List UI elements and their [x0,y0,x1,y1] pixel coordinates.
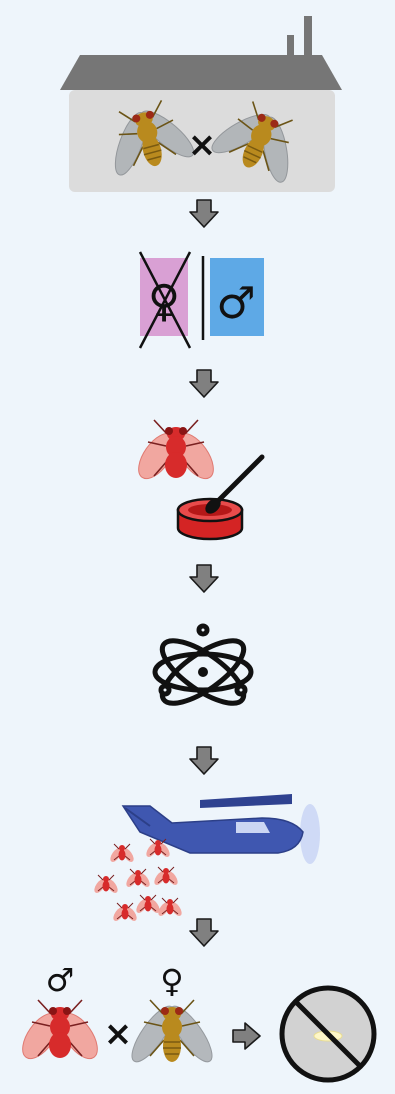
factory-roof [60,55,342,90]
step-arrow-5 [190,919,218,946]
result-arrow [233,1023,260,1049]
step-arrow-2 [190,370,218,397]
released-flies-group [92,839,184,923]
cross-symbol: × [188,125,217,165]
airplane-fuselage [123,806,303,853]
released-male-fly-icon [15,1000,104,1065]
marking-step-icon [131,420,262,539]
released-fly [111,903,139,923]
step-arrow-1 [190,200,218,227]
atom-icon [153,626,252,714]
marked-fly-icon [131,420,220,485]
step-arrow-3 [190,565,218,592]
sex-separation-icon: ♀ ♂ [140,252,264,348]
released-fly [124,869,152,889]
rearing-facility-icon: × [60,16,342,192]
step-arrow-4 [190,747,218,774]
no-offspring-icon [282,988,374,1080]
mating-step-icon: ♂ ♀ × [15,961,374,1080]
released-fly [156,898,184,918]
male-symbol: ♂ [46,961,75,999]
released-fly [134,895,162,915]
chimney-right [304,16,312,57]
released-fly [108,844,136,864]
airplane-wing [200,794,292,808]
cross-symbol-2: × [104,1014,133,1054]
wild-female-fly-icon-2 [125,1000,219,1067]
male-symbol-box: ♂ [216,278,255,329]
chimney-left [287,35,294,57]
released-fly [152,867,180,887]
released-fly [92,875,120,895]
airplane-window [236,822,270,833]
female-symbol: ♀ [160,962,183,1000]
